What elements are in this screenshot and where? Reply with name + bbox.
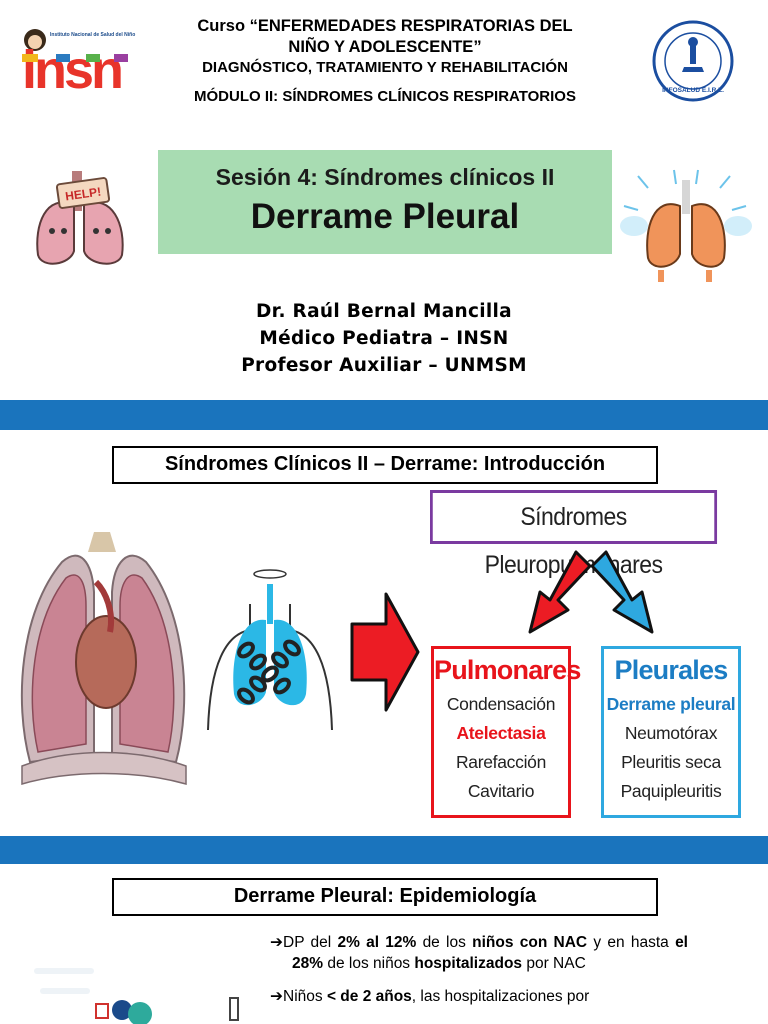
pleural-item: Paquipleuritis <box>620 781 722 801</box>
slide-title: Síndromes Clínicos II – Derrame: Introdu… <box>112 446 658 484</box>
bullet-item: ➔DP del 2% al 12% de los niños con NAC y… <box>270 932 688 974</box>
help-sign: HELP! <box>64 185 102 204</box>
bullet-text: DP del <box>283 934 338 951</box>
bullet-text-bold: < de 2 años <box>326 988 412 1005</box>
pulmonary-item: Rarefacción <box>455 752 547 772</box>
session-subtitle: Sesión 4: Síndromes clínicos II <box>215 164 555 190</box>
bullet-text: Niños <box>283 988 327 1005</box>
help-lungs-illustration: HELP! <box>36 171 124 265</box>
epidemiology-bullets: ➔DP del 2% al 12% de los niños con NAC y… <box>270 932 688 1019</box>
pleural-item: Neumotórax <box>624 723 718 743</box>
pulmonary-item-highlight: Atelectasia <box>456 723 546 743</box>
slide-title: Derrame Pleural: Epidemiología <box>112 878 658 916</box>
course-line-2: NIÑO Y ADOLESCENTE” <box>288 37 482 56</box>
pulmonares-heading: Pulmonares <box>434 655 581 685</box>
bullet-text-bold: 2% al 12% <box>337 934 417 951</box>
bullet-text: por NAC <box>522 955 586 972</box>
arrow-down-right-blue-icon <box>590 550 654 634</box>
pleuropulmonary-syndromes-label: Síndromes Pleuropulmonares <box>430 490 718 579</box>
course-header: Curso “ENFERMEDADES RESPIRATORIAS DEL NI… <box>150 16 620 107</box>
course-line-1: Curso “ENFERMEDADES RESPIRATORIAS DEL <box>197 17 573 35</box>
bullet-text: , las hospitalizaciones por <box>411 988 590 1005</box>
author-role-2: Profesor Auxiliar – UNMSM <box>241 355 527 376</box>
author-role-1: Médico Pediatra – INSN <box>259 328 509 349</box>
author-block: Dr. Raúl Bernal Mancilla Médico Pediatra… <box>0 298 768 379</box>
author-name: Dr. Raúl Bernal Mancilla <box>256 301 512 322</box>
bullet-text: y en hasta <box>587 934 676 951</box>
insn-logo: Instituto Nacional de Salud del Niño ins… <box>22 29 135 94</box>
pleural-item-highlight: Derrame pleural <box>606 694 736 714</box>
pleural-syndromes-box: Pleurales Derrame pleural Neumotórax Ple… <box>601 646 741 818</box>
bullet-text-bold: el 28% <box>292 934 688 972</box>
bullet-text: de los niños <box>323 955 415 972</box>
logo-caption: Instituto Nacional de Salud del Niño <box>50 32 135 38</box>
pulmonary-item: Cavitario <box>467 781 535 801</box>
right-arrow-icon <box>350 592 420 712</box>
chained-lungs-illustration <box>207 569 333 731</box>
decorative-illustration <box>34 968 239 1024</box>
arrow-down-left-red-icon <box>528 550 592 634</box>
epidemiology-slide: Derrame Pleural: Epidemiología ➔DP del 2… <box>0 864 768 1024</box>
introduction-slide: Síndromes Clínicos II – Derrame: Introdu… <box>0 430 768 836</box>
bullet-text: de los <box>416 934 473 951</box>
pulmonary-item: Condensación <box>446 694 556 714</box>
bullet-text-bold: niños con NAC <box>472 934 588 951</box>
session-title-box: Sesión 4: Síndromes clínicos II Derrame … <box>158 150 612 254</box>
session-title: Derrame Pleural <box>250 197 520 236</box>
course-line-4: MÓDULO II: SÍNDROMES CLÍNICOS RESPIRATOR… <box>194 88 576 105</box>
slide-separator-2 <box>0 836 768 864</box>
pulmonary-syndromes-box: Pulmonares Condensación Atelectasia Rare… <box>431 646 581 818</box>
bullet-text-bold: hospitalizados <box>414 955 523 972</box>
breathing-lungs-illustration <box>620 169 752 282</box>
pleural-item: Pleuritis seca <box>621 752 721 772</box>
thorax-anatomy-illustration <box>20 532 187 785</box>
course-line-3: DIAGNÓSTICO, TRATAMIENTO Y REHABILITACIÓ… <box>202 59 568 77</box>
logo-wordmark: insn <box>22 40 121 94</box>
infosalud-seal-logo: INFOSALUD E.I.R.L. <box>652 20 734 102</box>
bullet-arrow-icon: ➔ <box>270 988 283 1005</box>
pleurales-heading: Pleurales <box>614 655 729 685</box>
bullet-arrow-icon: ➔ <box>270 934 283 951</box>
seal-text: INFOSALUD E.I.R.L. <box>662 87 724 94</box>
bullet-item: ➔Niños < de 2 años, las hospitalizacione… <box>270 986 688 1007</box>
slide-separator-1 <box>0 400 768 430</box>
title-slide: Instituto Nacional de Salud del Niño ins… <box>0 0 768 400</box>
